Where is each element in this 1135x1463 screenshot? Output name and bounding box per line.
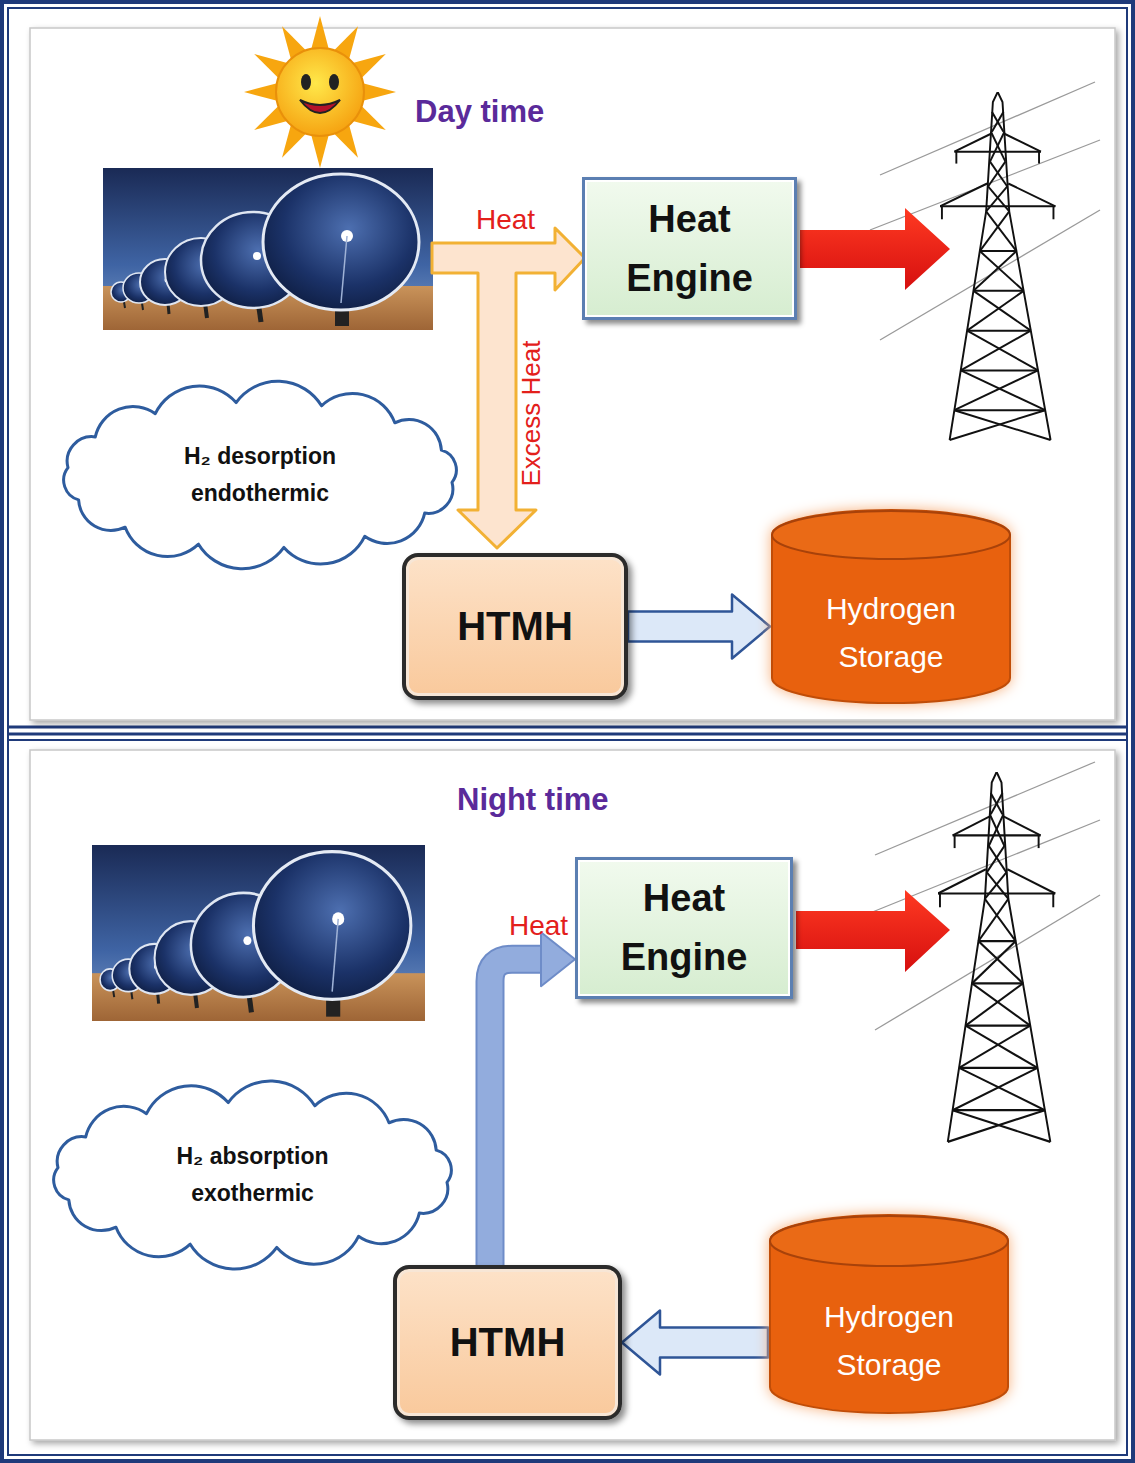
node-text: HTMH: [457, 604, 573, 649]
power-arrow: [800, 208, 950, 290]
node-text: H₂ absorption exothermic: [148, 1138, 358, 1212]
arrow-label: Heat: [476, 204, 535, 236]
storage-cylinder: Hydrogen Storage: [770, 510, 1012, 705]
power-tower: [940, 92, 1055, 440]
heat-engine-box: Heat Engine: [582, 177, 797, 320]
htmh-box: HTMH: [393, 1265, 622, 1420]
note-cloud: H₂ desorption endothermic: [50, 385, 470, 565]
node-text: Heat Engine: [609, 869, 759, 987]
node-text: Hydrogen Storage: [796, 585, 986, 681]
solar-dish-photo: [92, 845, 425, 1021]
storage-cylinder: Hydrogen Storage: [768, 1215, 1010, 1415]
flow-arrow: [622, 1311, 768, 1375]
text-group: Hydrogen Storage: [794, 1293, 984, 1389]
panel-heading: Day time: [415, 94, 544, 130]
text-group: HTMH: [457, 604, 573, 649]
node-text: HTMH: [450, 1320, 566, 1365]
cloud-outline: [40, 1085, 465, 1265]
node-text: H₂ desorption endothermic: [155, 438, 365, 512]
heat-arrow: [432, 228, 585, 548]
node-text: Heat Engine: [615, 190, 765, 308]
htmh-box: HTMH: [402, 553, 628, 700]
text-group: H₂ absorption exothermic: [148, 1138, 358, 1212]
arrow-label: Excess Heat: [516, 340, 547, 486]
flow-arrow: [490, 932, 575, 1265]
sun-icon: [244, 16, 396, 168]
cloud-outline: [50, 385, 470, 565]
power-arrow: [796, 890, 950, 972]
flow-arrow: [628, 595, 770, 659]
text-group: HTMH: [450, 1320, 566, 1365]
text-group: Heat Engine: [609, 869, 759, 987]
node-text: Hydrogen Storage: [794, 1293, 984, 1389]
text-group: Hydrogen Storage: [796, 585, 986, 681]
power-tower: [938, 772, 1055, 1142]
panel-heading: Night time: [457, 782, 609, 818]
text-group: H₂ desorption endothermic: [155, 438, 365, 512]
edge-label: Heat: [509, 910, 568, 942]
note-cloud: H₂ absorption exothermic: [40, 1085, 465, 1265]
heat-engine-box: Heat Engine: [575, 857, 793, 999]
text-group: Heat Engine: [615, 190, 765, 308]
solar-dish-photo: [103, 168, 433, 330]
